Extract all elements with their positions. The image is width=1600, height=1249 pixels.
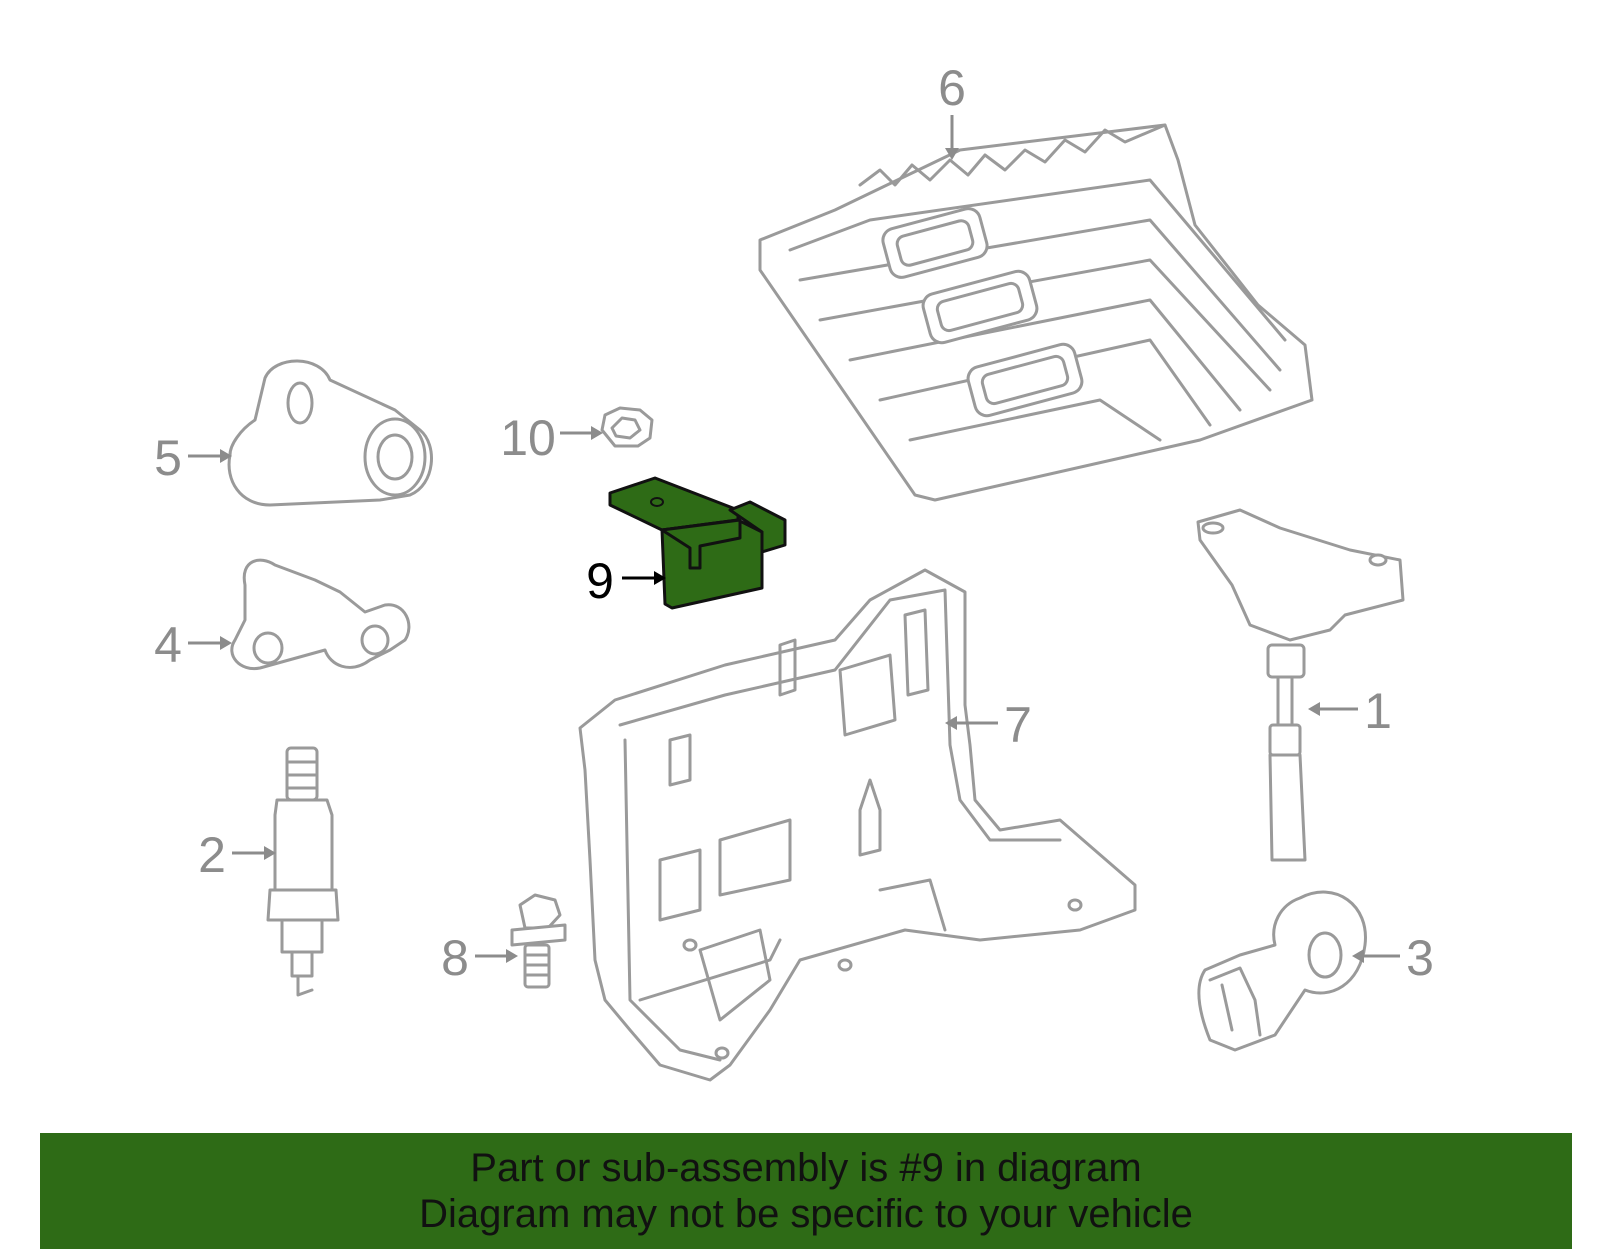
callout-1: 1 [1308, 683, 1392, 739]
banner-line-2: Diagram may not be specific to your vehi… [419, 1192, 1193, 1236]
callout-7-number: 7 [1004, 697, 1032, 753]
callout-5-number: 5 [154, 430, 182, 486]
part-2-oxygen-sensor[interactable] [266, 746, 340, 997]
part-9-bracket-highlighted[interactable] [608, 476, 787, 610]
part-5-sensor[interactable] [227, 359, 433, 507]
callout-1-number: 1 [1364, 683, 1392, 739]
info-banner: Part or sub-assembly is #9 in diagram Di… [40, 1133, 1572, 1249]
callout-2-number: 2 [198, 827, 226, 883]
parts-diagram: 6 5 10 9 4 [154, 60, 1434, 1082]
banner-line-1: Part or sub-assembly is #9 in diagram [470, 1146, 1142, 1190]
callout-5: 5 [154, 430, 232, 486]
callout-4: 4 [154, 617, 232, 673]
callout-4-number: 4 [154, 617, 182, 673]
callout-9: 9 [586, 553, 666, 609]
callout-3: 3 [1352, 930, 1434, 986]
callout-6: 6 [938, 60, 966, 160]
callout-10: 10 [500, 410, 603, 466]
callout-6-number: 6 [938, 60, 966, 116]
part-6-control-module[interactable] [758, 123, 1314, 502]
part-1-ignition-coil[interactable] [1196, 508, 1405, 862]
part-7-tray[interactable] [578, 568, 1137, 1082]
part-4-sensor[interactable] [230, 558, 411, 671]
part-8-bolt[interactable] [510, 893, 567, 989]
callout-7: 7 [945, 697, 1032, 753]
callout-8-number: 8 [441, 930, 469, 986]
callout-2: 2 [198, 827, 276, 883]
callout-9-number: 9 [586, 553, 614, 609]
callout-3-number: 3 [1406, 930, 1434, 986]
part-3-knock-sensor[interactable] [1197, 890, 1367, 1052]
callout-10-number: 10 [500, 410, 556, 466]
part-10-nut[interactable] [600, 406, 654, 448]
callout-8: 8 [441, 930, 518, 986]
